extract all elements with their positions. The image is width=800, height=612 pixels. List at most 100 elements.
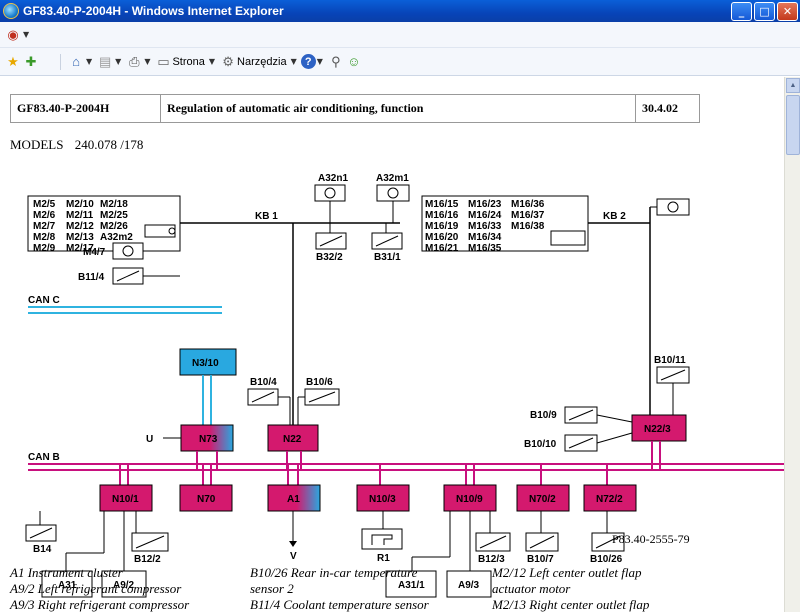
document-title: Regulation of automatic air conditioning… <box>160 94 636 123</box>
n3-10-label: N3/10 <box>192 358 219 369</box>
legend-item: M2/12 Left center outlet flap <box>492 565 642 580</box>
n73-module <box>180 424 234 452</box>
svg-text:M2/17: M2/17 <box>66 243 94 254</box>
print-icon[interactable]: ⎙ <box>129 53 140 69</box>
svg-text:M2/5: M2/5 <box>33 199 56 210</box>
models-value: 240.078 /178 <box>74 137 144 152</box>
legend-item: A1 Instrument cluster <box>10 565 123 580</box>
svg-text:M16/23: M16/23 <box>468 199 502 210</box>
models-label: MODELS <box>10 137 64 152</box>
svg-text:M2/8: M2/8 <box>33 232 56 243</box>
b10-6-label: B10/6 <box>306 377 333 388</box>
b14-label: B14 <box>33 544 52 555</box>
svg-text:M2/18: M2/18 <box>100 199 128 210</box>
wiring-diagram: M2/5 M2/10 M2/18 M2/6 M2/11 M2/25 M2/7 M… <box>27 173 784 512</box>
b10-4-label: B10/4 <box>250 377 277 388</box>
page-icon[interactable]: ◉ <box>7 26 19 42</box>
n22-label: N22 <box>283 434 302 445</box>
add-favorites-icon[interactable]: ✚ <box>25 53 37 69</box>
svg-text:M2/10: M2/10 <box>66 199 94 210</box>
a9-2-box <box>101 570 147 598</box>
svg-text:M2/6: M2/6 <box>33 210 56 221</box>
n10-1-label: N10/1 <box>112 494 139 505</box>
vertical-scrollbar[interactable]: ▲ <box>784 77 800 612</box>
b10-7-label: B10/7 <box>527 554 554 565</box>
a31-1-label: A31/1 <box>398 580 425 591</box>
chevron-down-icon[interactable]: ▼ <box>115 57 122 66</box>
close-button[interactable]: ✕ <box>777 1 798 21</box>
n73-label: N73 <box>199 434 218 445</box>
chevron-down-icon[interactable]: ▼ <box>316 57 323 66</box>
help-icon[interactable]: ? <box>300 54 316 69</box>
chevron-down-icon[interactable]: ▼ <box>208 57 216 66</box>
bus-kb2-label: KB 2 <box>603 211 626 222</box>
n72-2-module <box>583 484 637 512</box>
n10-9-label: N10/9 <box>456 494 483 505</box>
messenger-icon[interactable]: ☺ <box>347 54 361 69</box>
svg-text:M16/20: M16/20 <box>425 232 459 243</box>
svg-text:M2/25: M2/25 <box>100 210 128 221</box>
svg-text:M16/19: M16/19 <box>425 221 459 232</box>
svg-text:M16/35: M16/35 <box>468 243 502 254</box>
a9-2-label: A9/2 <box>113 580 135 591</box>
tools-menu-button[interactable]: Narzędzia <box>237 55 287 68</box>
maximize-button[interactable]: □ <box>754 1 775 21</box>
svg-text:M2/12: M2/12 <box>66 221 94 232</box>
svg-text:M2/13: M2/13 <box>66 232 94 243</box>
chevron-down-icon[interactable]: ▼ <box>86 57 93 66</box>
svg-text:M2/9: M2/9 <box>33 243 56 254</box>
scroll-thumb[interactable] <box>786 95 800 155</box>
scroll-up-arrow-icon[interactable]: ▲ <box>786 78 800 93</box>
svg-text:M16/24: M16/24 <box>468 210 502 221</box>
ie-icon <box>3 3 19 19</box>
toolbar-divider <box>60 53 61 70</box>
svg-text:M16/21: M16/21 <box>425 243 459 254</box>
n10-3-module <box>356 484 410 512</box>
n10-3-label: N10/3 <box>369 494 396 505</box>
document-date: 30.4.02 <box>635 94 700 123</box>
svg-text:M16/36: M16/36 <box>511 199 545 210</box>
r1-label: R1 <box>377 553 390 564</box>
a1-module <box>267 484 321 512</box>
models-line: MODELS 240.078 /178 <box>10 137 151 153</box>
chevron-down-icon[interactable]: ▼ <box>144 57 151 66</box>
left-actuator-group-labels: M2/5 M2/10 M2/18 M2/6 M2/11 M2/25 M2/7 M… <box>33 199 133 254</box>
n72-2-label: N72/2 <box>596 494 623 505</box>
title-bar: GF83.40-P-2004H - Windows Internet Explo… <box>0 0 800 22</box>
window-title: GF83.40-P-2004H - Windows Internet Explo… <box>23 4 284 18</box>
page-menu-icon[interactable]: ▭ <box>157 53 170 69</box>
chevron-down-icon[interactable]: ▼ <box>23 30 30 39</box>
research-icon[interactable]: ⚲ <box>331 53 341 69</box>
tools-gear-icon[interactable]: ⚙ <box>222 53 234 69</box>
toolbar-row-1: ◉ ▼ <box>0 22 800 48</box>
favorites-star-icon[interactable]: ★ <box>7 53 19 69</box>
r1-box <box>361 528 403 550</box>
a31-label: A31 <box>58 580 77 591</box>
svg-text:M16/34: M16/34 <box>468 232 502 243</box>
document-header-table: GF83.40-P-2004H Regulation of automatic … <box>10 94 700 123</box>
feeds-icon[interactable]: ▤ <box>99 53 112 69</box>
page-menu-button[interactable]: Strona <box>172 55 205 68</box>
legend-column-2: B10/26 Rear in-car temperature sensor 2 … <box>250 565 429 612</box>
command-bar: ★ ✚ ⌂ ▼ ▤ ▼ ⎙ ▼ ▭ Strona ▼ ⚙ Narzędzia ▼… <box>0 48 800 76</box>
svg-text:M2/7: M2/7 <box>33 221 56 232</box>
document-id: GF83.40-P-2004H <box>10 94 161 123</box>
b31-1-label: B31/1 <box>374 252 401 263</box>
minimize-button[interactable]: _ <box>731 1 752 21</box>
n10-1-module <box>99 484 153 512</box>
b12-2-label: B12/2 <box>134 554 161 565</box>
n70-module <box>179 484 233 512</box>
svg-text:M16/16: M16/16 <box>425 210 459 221</box>
n3-10-module <box>179 348 237 376</box>
a31-1-box <box>385 570 437 598</box>
n70-2-module <box>516 484 570 512</box>
b10-10-label: B10/10 <box>524 439 557 450</box>
a1-label: A1 <box>287 494 300 505</box>
legend-item: B10/26 Rear in-car temperature <box>250 565 418 580</box>
home-icon[interactable]: ⌂ <box>72 54 80 69</box>
can-b-label: CAN B <box>28 452 60 463</box>
a9-3-box <box>446 570 492 598</box>
m4-7-label: M4/7 <box>83 247 106 258</box>
chevron-down-icon[interactable]: ▼ <box>290 57 297 66</box>
n22-3-label: N22/3 <box>644 424 671 435</box>
